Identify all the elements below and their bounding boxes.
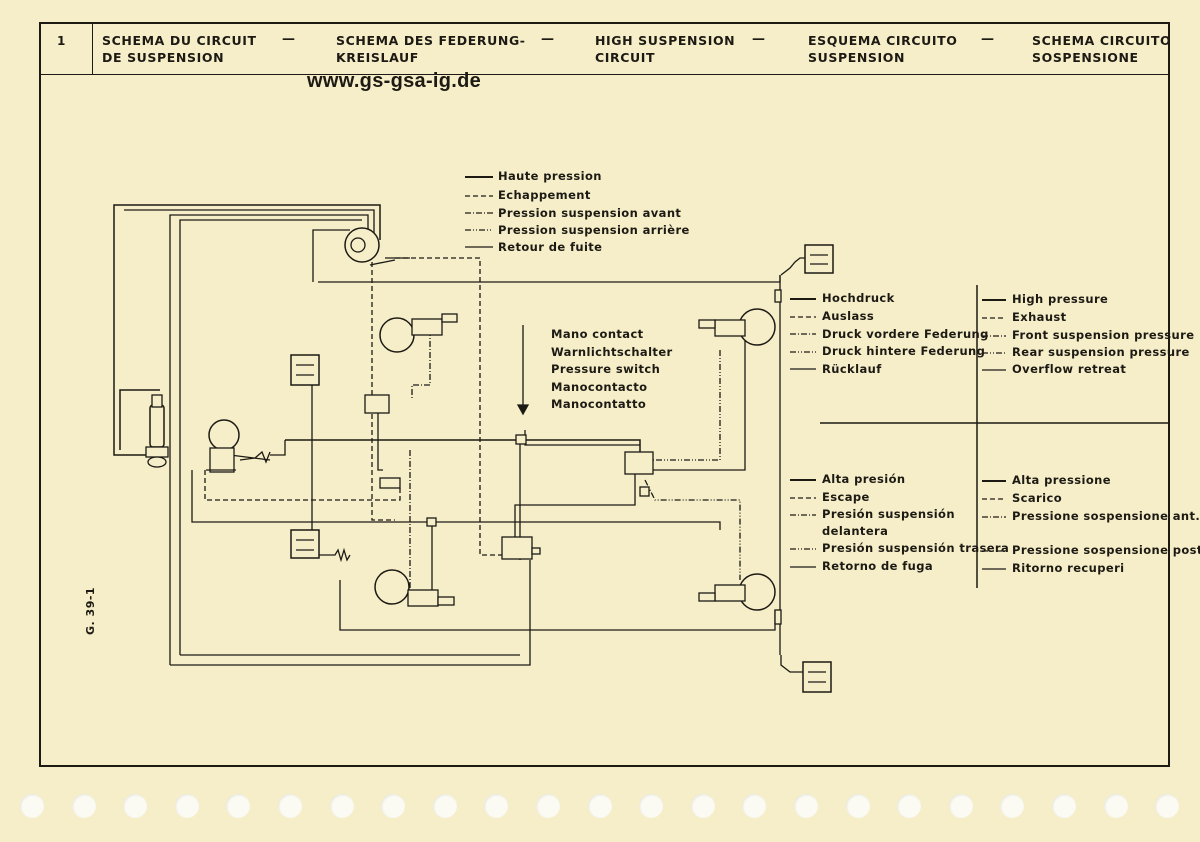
legend-it-exhaust: Scarico xyxy=(1012,491,1062,505)
binder-hole xyxy=(432,794,457,818)
binder-hole xyxy=(742,794,767,818)
binder-hole xyxy=(1000,794,1025,818)
title-separator: — xyxy=(981,32,994,47)
binder-hole xyxy=(71,794,96,818)
legend-en-exhaust: Exhaust xyxy=(1012,310,1067,324)
legend-de-high-pressure: Hochdruck xyxy=(822,291,895,305)
binder-hole xyxy=(20,794,44,818)
legend-es-rear-pressure: Presión suspensión trasera xyxy=(822,541,1010,555)
legend-it-high-pressure: Alta pressione xyxy=(1012,473,1111,487)
legend-fr-high-pressure: Haute pression xyxy=(498,169,602,183)
binder-hole xyxy=(948,794,973,818)
page-number: 1 xyxy=(57,34,66,48)
title-separator: — xyxy=(282,32,295,47)
title-italian: SCHEMA CIRCUITO SOSPENSIONE xyxy=(1032,33,1172,65)
title-french: SCHEMA DU CIRCUIT DE SUSPENSION xyxy=(102,33,257,65)
binder-hole xyxy=(1052,794,1076,818)
binder-hole xyxy=(845,794,870,818)
title-german: SCHEMA DES FEDERUNG- KREISLAUF xyxy=(336,33,526,65)
binder-hole xyxy=(278,794,302,818)
binder-hole xyxy=(794,794,818,818)
website-watermark[interactable]: www.gs-gsa-ig.de xyxy=(307,70,482,92)
binder-hole xyxy=(897,794,922,818)
legend-fr-rear-pressure: Pression suspension arrière xyxy=(498,223,690,237)
legend-de-exhaust: Auslass xyxy=(822,309,875,323)
binder-hole xyxy=(690,794,715,818)
legend-es-front-pressure: Presión suspensión xyxy=(822,507,955,521)
binder-hole xyxy=(174,794,199,818)
binder-hole xyxy=(484,794,509,818)
legend-es-high-pressure: Alta presión xyxy=(822,472,906,486)
legend-de-rear-pressure: Druck hintere Federung xyxy=(822,344,986,358)
legend-it-rear-pressure: Pressione sospensione post xyxy=(1012,543,1200,557)
legend-es-return: Retorno de fuga xyxy=(822,559,934,573)
legend-fr-return: Retour de fuite xyxy=(498,240,603,254)
legend-fr-front-pressure: Pression suspension avant xyxy=(498,206,682,220)
pressure-switch-label-fr: Mano contact xyxy=(551,327,644,341)
legend-es-exhaust: Escape xyxy=(822,490,870,504)
legend-en-return: Overflow retreat xyxy=(1012,362,1127,376)
legend-en-rear-pressure: Rear suspension pressure xyxy=(1012,345,1190,359)
title-separator: — xyxy=(752,32,765,47)
legend-en-front-pressure: Front suspension pressure xyxy=(1012,328,1195,342)
binder-hole xyxy=(587,794,612,818)
title-spanish: ESQUEMA CIRCUITO SUSPENSION xyxy=(808,33,958,65)
figure-code: G. 39-1 xyxy=(84,586,97,635)
legend-en-high-pressure: High pressure xyxy=(1012,292,1109,306)
binder-hole xyxy=(536,794,560,818)
legend-de-return: Rücklauf xyxy=(822,362,882,376)
pressure-switch-label-de: Warnlichtschalter xyxy=(551,345,673,359)
page-frame xyxy=(39,22,1170,767)
legend-de-front-pressure: Druck vordere Federung xyxy=(822,327,989,341)
pressure-switch-label-it: Manocontatto xyxy=(551,397,647,411)
binder-hole xyxy=(381,794,406,818)
binder-hole xyxy=(226,794,251,818)
binder-hole xyxy=(123,794,148,818)
legend-it-front-pressure: Pressione sospensione ant. xyxy=(1012,509,1200,523)
page-number-box xyxy=(39,22,93,74)
header-divider xyxy=(39,74,1170,75)
legend-es-front-pressure-cont: delantera xyxy=(822,524,889,538)
title-separator: — xyxy=(541,32,554,47)
pressure-switch-label-es: Manocontacto xyxy=(551,380,648,394)
pressure-switch-label-en: Pressure switch xyxy=(551,362,661,376)
legend-it-return: Ritorno recuperi xyxy=(1012,561,1125,575)
legend-fr-exhaust: Echappement xyxy=(498,188,591,202)
binder-hole xyxy=(1155,794,1180,818)
binder-hole xyxy=(639,794,664,818)
binder-hole xyxy=(329,794,354,818)
binder-hole xyxy=(1103,794,1128,818)
title-english: HIGH SUSPENSION CIRCUIT xyxy=(595,33,736,65)
